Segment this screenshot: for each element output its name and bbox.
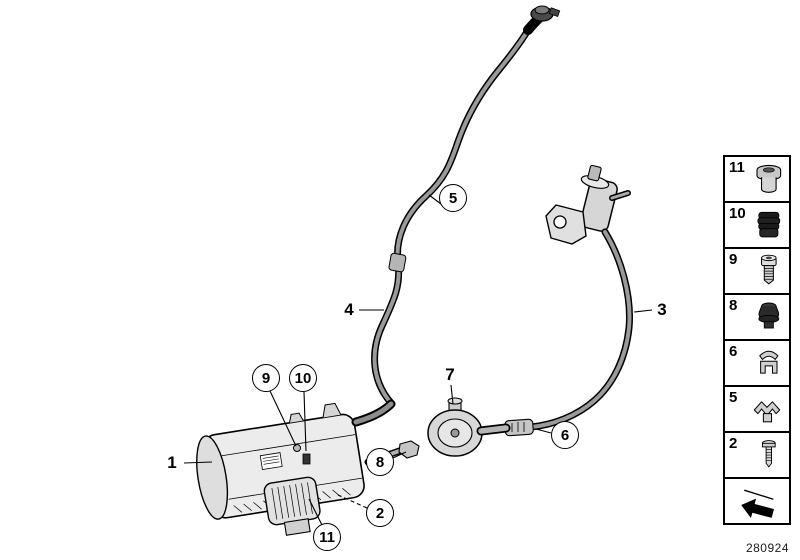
leader-line-9 [269,390,297,447]
callout-10[interactable]: 10 [289,364,317,392]
figure-number: 280924 [745,541,789,555]
leader-line-7 [450,384,454,405]
vent-hose-right [504,228,633,437]
leader-line-8 [392,451,407,459]
direction-arrow-icon [741,489,774,518]
legend-number: 2 [729,435,738,452]
legend-item-9[interactable]: 9 [723,247,791,295]
legend-item-10[interactable]: 10 [723,201,791,249]
diaphragm-valve [427,397,511,457]
legend-number: 10 [729,205,746,222]
socket-screw-icon [761,254,777,285]
vent-valve-assembly [545,164,631,245]
legend-number: 6 [729,343,738,360]
callout-5[interactable]: 5 [439,184,467,212]
legend-number: 11 [729,159,745,176]
callout-3[interactable]: 3 [655,300,669,320]
leader-line-3 [633,309,653,313]
bushing-icon [756,164,782,193]
leader-line-10 [303,391,307,452]
legend-number: 8 [729,297,738,314]
callout-2[interactable]: 2 [366,499,394,527]
legend-number: 9 [729,251,738,268]
legend-number: 5 [729,389,738,406]
leader-line-11 [308,498,323,526]
legend-item-11[interactable]: 11 [723,155,791,203]
callout-6[interactable]: 6 [551,421,579,449]
holder-clamp-icon [753,401,781,423]
rubber-grommet-icon [758,302,780,329]
vent-hose-upper [371,26,532,408]
clip-icon [759,350,779,374]
legend-item-8[interactable]: 8 [723,293,791,341]
legend-item-6[interactable]: 6 [723,339,791,387]
legend-column: 11 10 9 [723,155,791,525]
screw-icon [762,440,776,468]
callout-4[interactable]: 4 [342,300,356,320]
callout-8[interactable]: 8 [366,448,394,476]
leader-line-2 [335,493,368,509]
charcoal-canister [196,402,365,520]
leader-line-6 [535,428,552,434]
dust-filter [263,476,321,536]
rubber-boot-icon [757,211,781,238]
callout-7[interactable]: 7 [443,365,457,385]
legend-item-direction[interactable] [723,477,791,525]
legend-item-5[interactable]: 5 [723,385,791,433]
callout-11[interactable]: 11 [313,523,341,551]
leader-line-1 [183,461,213,464]
callout-1[interactable]: 1 [165,453,179,473]
quick-connector-icon [523,5,561,35]
callout-9[interactable]: 9 [252,364,280,392]
bracket-fasteners [293,444,311,465]
legend-item-2[interactable]: 2 [723,431,791,479]
canister-elbow [351,399,396,427]
